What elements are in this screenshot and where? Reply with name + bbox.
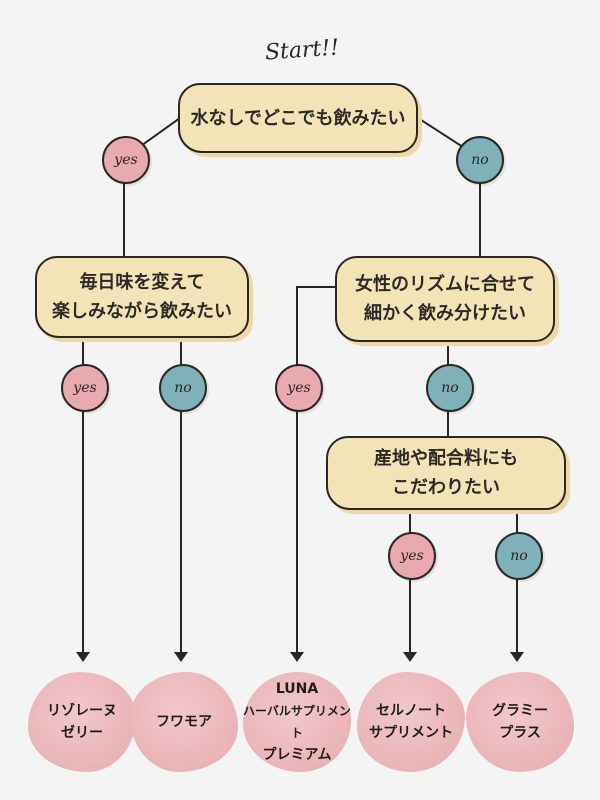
arrow-head bbox=[510, 652, 524, 662]
arrow-head bbox=[403, 652, 417, 662]
no-badge: no bbox=[456, 136, 504, 184]
question-text: 産地や配合料にも bbox=[374, 448, 518, 469]
no-badge: no bbox=[495, 532, 543, 580]
question-text: 細かく飲み分けたい bbox=[364, 303, 526, 324]
question-text: 毎日味を変えて bbox=[79, 272, 205, 293]
yes-badge: yes bbox=[102, 136, 150, 184]
result-rizoreenu-jelly: リゾレーヌ ゼリー bbox=[28, 672, 136, 772]
yes-badge: yes bbox=[61, 364, 109, 412]
question-text: こだわりたい bbox=[392, 477, 500, 498]
question-box-2: 毎日味を変えて 楽しみながら飲みたい bbox=[35, 256, 249, 338]
yes-badge: yes bbox=[275, 364, 323, 412]
question-box-1: 水なしでどこでも飲みたい bbox=[178, 83, 418, 153]
arrow-head bbox=[290, 652, 304, 662]
connector-q3-yes bbox=[296, 286, 336, 652]
result-gramie-plus: グラミー プラス bbox=[466, 672, 574, 772]
question-text: 水なしでどこでも飲みたい bbox=[190, 107, 406, 129]
question-text: 楽しみながら飲みたい bbox=[52, 301, 232, 322]
question-box-3: 女性のリズムに合せて 細かく飲み分けたい bbox=[335, 256, 555, 342]
result-cellnote-supplement: セルノート サプリメント bbox=[357, 672, 465, 772]
result-luna-herbal-supplement-premium: LUNA ハーバルサプリメント プレミアム bbox=[243, 672, 351, 772]
question-text: 女性のリズムに合せて bbox=[355, 274, 535, 295]
no-badge: no bbox=[426, 364, 474, 412]
no-badge: no bbox=[159, 364, 207, 412]
result-fuwamoa: フワモア bbox=[130, 672, 238, 772]
arrow-head bbox=[76, 652, 90, 662]
question-box-4: 産地や配合料にも こだわりたい bbox=[326, 436, 566, 510]
arrow-head bbox=[174, 652, 188, 662]
yes-badge: yes bbox=[388, 532, 436, 580]
